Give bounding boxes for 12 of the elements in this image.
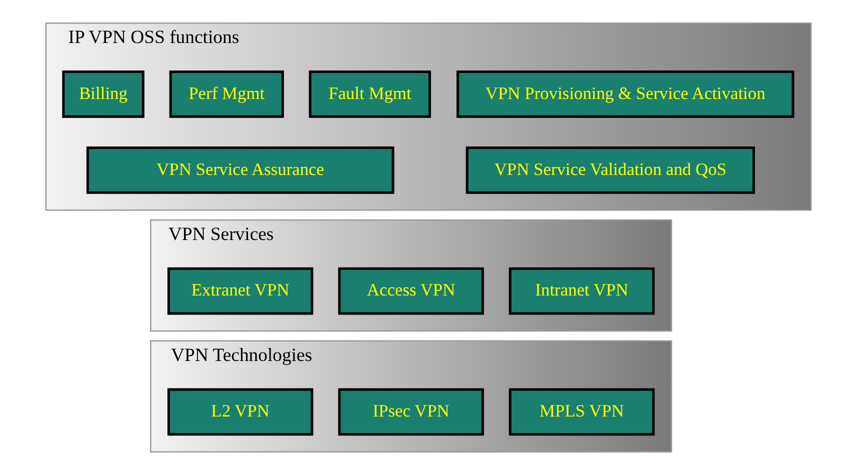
node-box: L2 VPN bbox=[166, 388, 313, 436]
node-box: Intranet VPN bbox=[508, 267, 654, 315]
node-box: IPsec VPN bbox=[338, 388, 484, 436]
node-box: Billing bbox=[62, 70, 144, 118]
node-box: Fault Mgmt bbox=[308, 70, 430, 118]
node-box: Perf Mgmt bbox=[168, 70, 284, 118]
node-box: VPN Provisioning & Service Activation bbox=[456, 70, 794, 118]
node-box: VPN Service Validation and QoS bbox=[465, 146, 754, 194]
node-box: Access VPN bbox=[338, 267, 484, 315]
node-box: VPN Service Assurance bbox=[86, 146, 394, 194]
node-box: MPLS VPN bbox=[508, 388, 654, 436]
node-box: Extranet VPN bbox=[166, 267, 313, 315]
